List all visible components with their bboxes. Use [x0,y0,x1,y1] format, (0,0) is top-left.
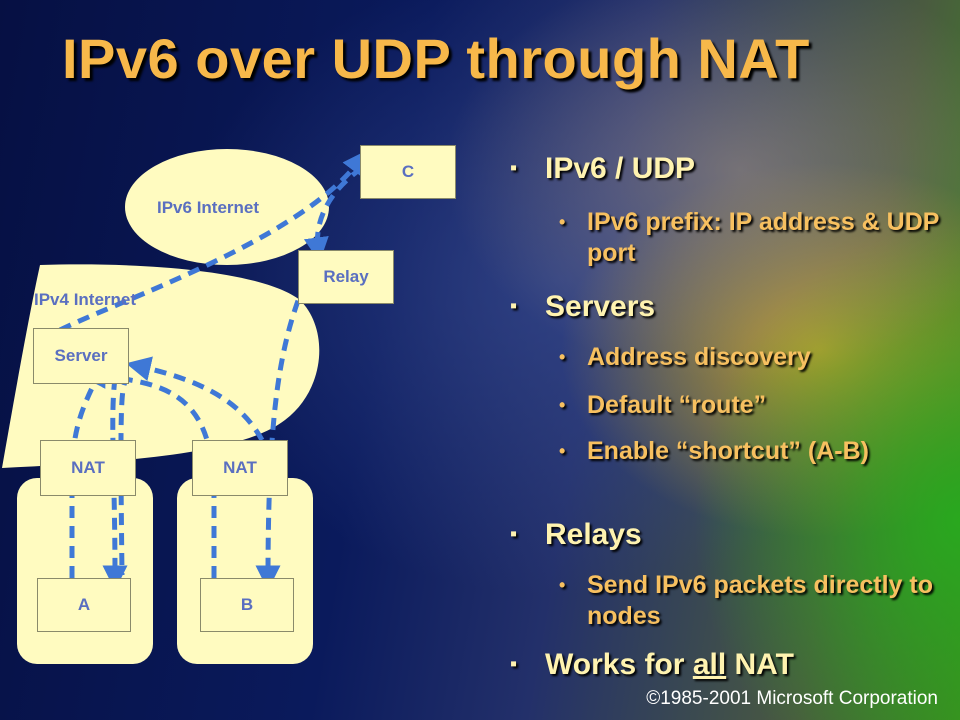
bullet-relays: ▪Relays [510,518,642,551]
bullet-ipv6-udp: ▪IPv6 / UDP [510,152,696,185]
sub-bullet-marker: • [559,347,566,367]
bullet-works-for-all-nat: ▪Works for all NAT [510,648,794,681]
sub-bullet-marker: • [559,212,566,232]
emphasis-all: all [692,648,727,681]
sub-bullet-enable-shortcut: •Enable “shortcut” (A-B) [559,437,869,465]
sub-bullet-address-discovery: •Address discovery [559,343,811,371]
path-c-to-relay [303,165,364,263]
private-network-b [177,478,313,664]
relay-box: Relay [298,250,394,304]
server-box: Server [33,328,129,384]
path-server-to-a [102,377,128,591]
sub-bullet-default-route: •Default “route” [559,391,767,419]
network-diagram [2,149,368,664]
sub-bullet-prefix: •IPv6 prefix: IP address & UDP port [559,208,940,267]
sub-bullet-marker: • [559,395,566,415]
private-network-a [17,478,153,664]
sub-bullet-marker: • [559,575,566,595]
sub-bullet-marker: • [559,441,566,461]
bullet-marker: ▪ [510,157,518,179]
nat-b-box: NAT [192,440,288,496]
ipv6-internet-cloud [125,149,329,265]
path-a-to-server [69,360,106,578]
nat-a-box: NAT [40,440,136,496]
bullet-marker: ▪ [510,295,518,317]
node-a-box: A [37,578,131,632]
slide-title: IPv6 over UDP through NAT [62,27,810,90]
bullet-servers: ▪Servers [510,290,656,323]
sub-bullet-send-packets: •Send IPv6 packets directly to nodes [559,571,933,630]
copyright-notice: ©1985-2001 Microsoft Corporation [646,688,938,709]
path-relay-to-b [255,281,308,591]
path-server-to-c [58,150,368,333]
ipv6-internet-label: IPv6 Internet [157,198,260,217]
node-c-box: C [360,145,456,199]
node-b-box: B [200,578,294,632]
path-b-nat-to-server [125,356,265,442]
bullet-marker: ▪ [510,653,518,675]
ipv4-internet-label: IPv4 Internet [34,290,137,309]
bullet-marker: ▪ [510,523,518,545]
